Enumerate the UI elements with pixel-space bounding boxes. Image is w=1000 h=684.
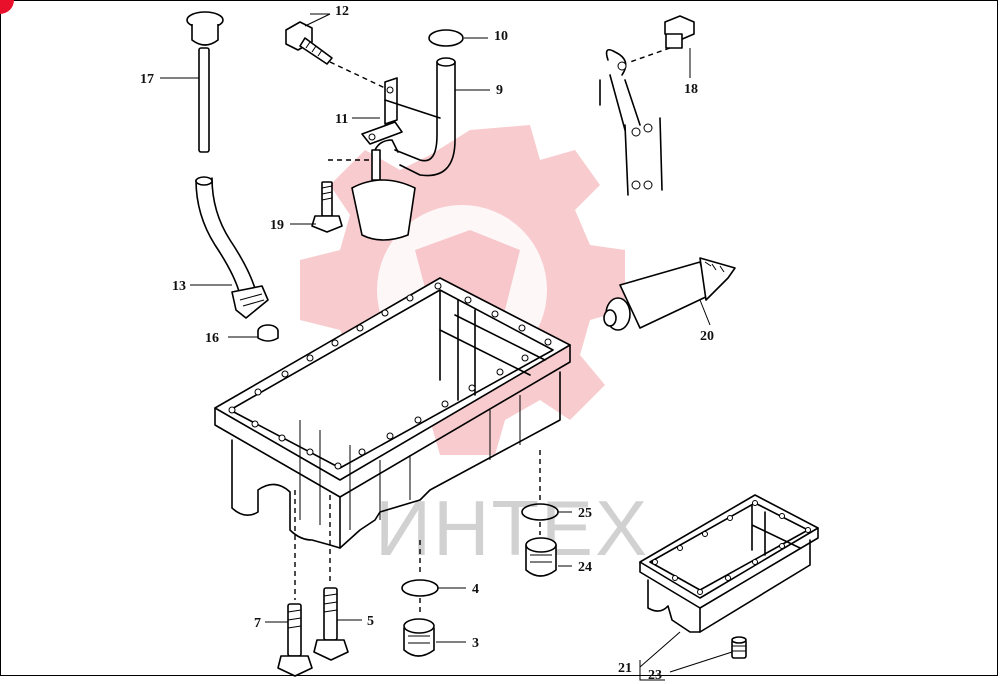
label-21: 21	[618, 661, 632, 676]
label-23: 23	[648, 668, 662, 683]
label-4: 4	[472, 582, 479, 597]
sealant-tube	[603, 257, 736, 331]
breather-pipe	[351, 57, 456, 241]
label-3: 3	[472, 636, 479, 651]
engine-block-fragment	[599, 49, 663, 196]
label-24: 24	[578, 560, 592, 575]
bolt-19	[311, 181, 343, 233]
bolt-5	[313, 587, 349, 661]
plug-part-16	[257, 324, 279, 342]
label-12: 12	[335, 4, 349, 19]
label-25: 25	[578, 506, 592, 521]
label-20: 20	[700, 329, 714, 344]
plug-part-24	[525, 537, 557, 577]
plug-part-18	[664, 15, 695, 49]
label-9: 9	[496, 83, 503, 98]
bolt-7	[277, 603, 313, 677]
label-11: 11	[335, 112, 348, 127]
watermark-text: ИНТЕХ	[375, 484, 649, 572]
bolt-12	[285, 21, 333, 65]
label-10: 10	[494, 29, 508, 44]
label-18: 18	[684, 82, 698, 97]
oil-pan-assembly-small	[639, 494, 819, 633]
o-ring-4	[401, 579, 439, 597]
label-16: 16	[205, 331, 219, 346]
label-17: 17	[140, 72, 154, 87]
label-5: 5	[367, 614, 374, 629]
plug-part-3	[403, 618, 435, 657]
label-13: 13	[172, 279, 186, 294]
o-ring-10	[428, 29, 464, 47]
label-19: 19	[270, 218, 284, 233]
oil-pan-main	[214, 277, 571, 549]
dipstick-tube	[195, 176, 269, 319]
plug-part-23	[731, 636, 747, 659]
dipstick	[186, 11, 224, 153]
label-7: 7	[254, 616, 261, 631]
